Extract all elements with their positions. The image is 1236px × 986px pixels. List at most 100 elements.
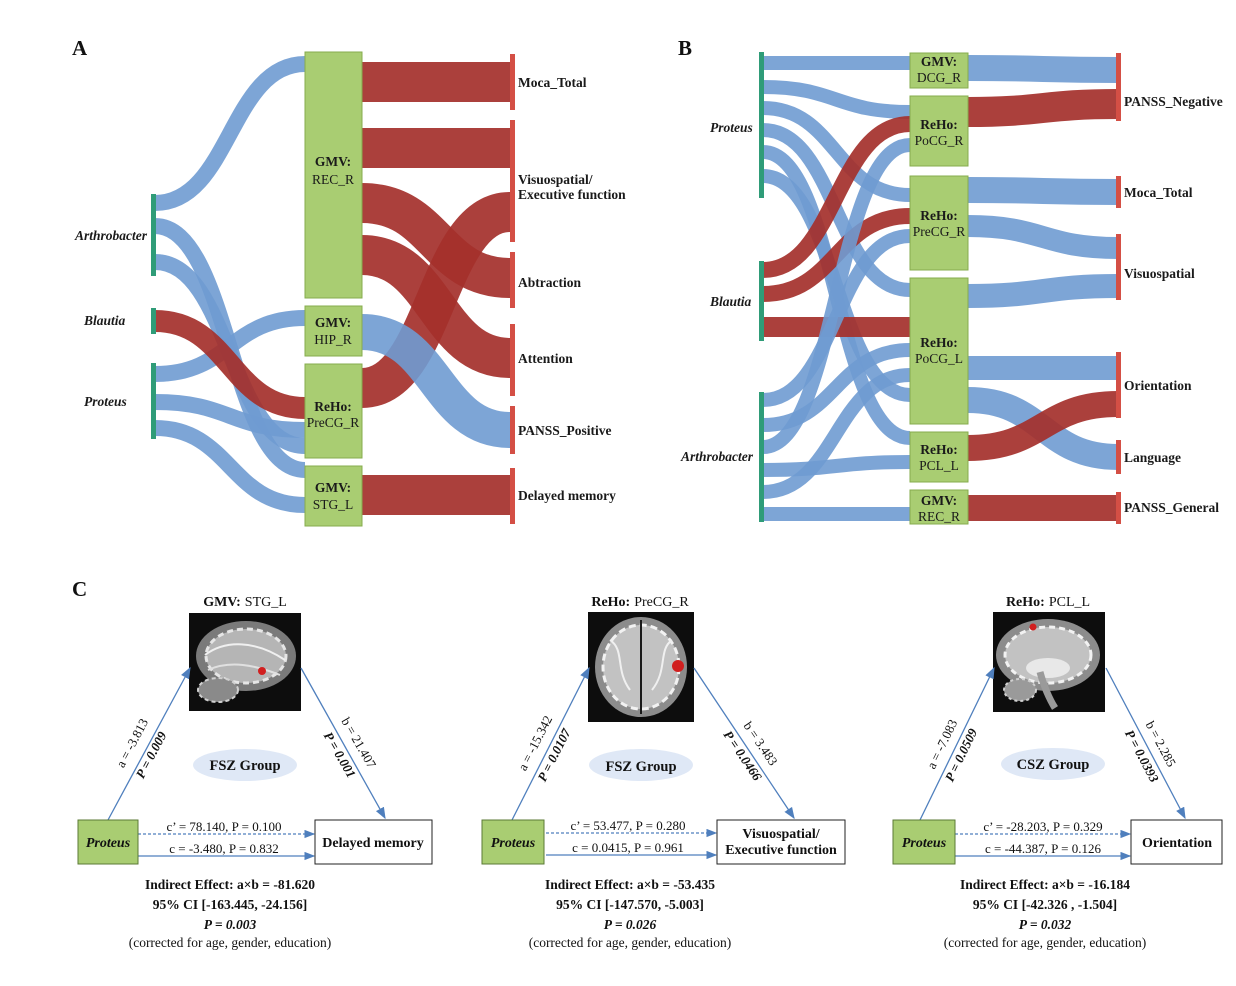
b-middle-bold-dcg: GMV: [921,54,957,69]
brain-title-2-name: PreCG_R [634,595,689,610]
source-label-proteus: Proteus [84,394,127,409]
link-blautia-precg [154,310,306,419]
panel-a: A Arthrobacter Blautia Proteus [72,36,626,527]
link-b-dcg-negative [967,55,1119,83]
middle-node-rec-r [304,51,363,299]
brain-title-1-bold: GMV: [203,595,241,610]
b-source-bar-arthrobacter [759,392,764,522]
b-middle-name-pocgl: PoCG_L [915,351,963,366]
link-arthrobacter-rec [154,56,306,211]
link-b-proteus-precgr [762,101,911,202]
c-label-2: c = 0.0415, P = 0.961 [572,840,684,855]
predictor-box-1 [77,819,139,865]
brain-title-2: ReHo: PreCG_R [591,595,689,610]
target-bar-moca [510,54,515,110]
path-a-arrow-2 [511,666,590,821]
b-target-label-general: PANSS_General [1124,500,1219,515]
predictor-box-2 [481,819,545,865]
link-proteus-hip [154,310,306,382]
brain-title-3: ReHo:PCL_L [1006,595,1090,610]
b-middle-bold-pocgr: ReHo: [920,117,958,132]
middle-name-stg: STG_L [313,497,354,512]
target-bar-delayed-memory [510,468,515,524]
link-precg-visuospatial [359,192,513,408]
panel-b-links [761,55,1119,522]
link-b-proteus-pocgr [762,80,911,119]
middle-bold-rec: GMV: [315,154,351,169]
target-label-attention: Attention [518,351,573,366]
brain-title-1-name: STG_L [245,595,287,610]
p-value-1: P = 0.003 [204,917,257,932]
source-bar-proteus [151,363,156,439]
link-b-arthro-pocgl-2 [762,368,911,499]
b-target-label-language: Language [1124,450,1181,465]
path-a-arrow-1 [107,666,191,821]
indirect-effect-2: Indirect Effect: a×b = -53.435 [545,877,715,892]
middle-bold-hip: GMV: [315,315,351,330]
link-rec-abtraction [360,183,512,298]
target-label-visuospatial-1: Visuospatial/ [518,172,593,187]
c-label-1: c = -3.480, P = 0.832 [169,841,279,856]
panel-a-links [153,56,513,516]
middle-node-hip-r [304,305,363,357]
path-a-arrow-3 [919,666,995,821]
group-label-1: FSZ Group [209,758,280,774]
b-source-label-arthrobacter: Arthrobacter [680,449,754,464]
b-source-label-blautia: Blautia [709,294,752,309]
group-ellipse-2 [589,749,693,781]
b-source-bar-blautia [759,261,764,341]
link-b-arthro-pcl [762,455,911,477]
outcome-label-1: Delayed memory [322,836,423,851]
b-target-bar-general [1116,492,1121,524]
target-label-visuospatial-2: Executive function [518,187,626,202]
link-b-precgr-visuo [967,215,1119,259]
b-middle-name-pcl: PCL_L [919,458,959,473]
target-label-delayed-memory: Delayed memory [518,488,616,503]
b-source-label-proteus: Proteus [710,120,753,135]
c-prime-label-2: c’ = 53.477, P = 0.280 [570,818,685,833]
link-hip-panss-positive [360,314,512,448]
b-middle-bold-precgr: ReHo: [920,208,958,223]
p-value-2: P = 0.026 [604,917,657,932]
ci-3: 95% CI [-42.326 , -1.504] [973,897,1117,912]
b-middle-bold-pocgl: ReHo: [920,335,958,350]
b-target-bar-negative [1116,53,1121,121]
outcome-box-3 [1130,819,1223,865]
ci-2: 95% CI [-147.570, -5.003] [556,897,704,912]
b-middle-name-rec: REC_R [918,509,960,524]
mediation-model-2: ReHo:PreCG_R FSZ Group a = -15.342 P = 0… [481,595,846,950]
b-target-bar-moca [1116,176,1121,208]
brain-title-2-bold: ReHo: [591,595,630,610]
target-bar-panss-positive [510,406,515,454]
brain-title-1: GMV: STG_L [203,595,287,610]
brain-title-3-bold: ReHo: [1006,595,1045,610]
middle-bold-stg: GMV: [315,480,351,495]
source-bar-arthrobacter [151,194,156,276]
predictor-label-3: Proteus [902,836,947,851]
target-label-panss-positive: PANSS_Positive [518,423,612,438]
link-b-arthro-pocgr [761,138,912,454]
b-target-label-orientation: Orientation [1124,378,1192,393]
link-proteus-precg [154,394,306,438]
group-label-3: CSZ Group [1017,757,1090,773]
source-label-arthrobacter: Arthrobacter [74,228,148,243]
b-target-label-moca: Moca_Total [1124,185,1193,200]
panel-a-letter: A [72,36,88,60]
panel-c-letter: C [72,577,87,601]
b-middle-node-pcl [909,431,969,483]
ci-1: 95% CI [-163.445, -24.156] [153,897,308,912]
note-1: (corrected for age, gender, education) [129,935,332,950]
target-bar-abtraction [510,252,515,308]
b-middle-node-pocgl [909,277,969,425]
b-middle-bold-pcl: ReHo: [920,442,958,457]
link-b-blautia-precgr [762,208,911,302]
c-prime-label-1: c’ = 78.140, P = 0.100 [166,819,281,834]
outcome-label-2a: Visuospatial/ [742,827,820,842]
middle-bold-precg: ReHo: [314,399,352,414]
brain-image-1 [189,613,301,711]
b-middle-node-precgr [909,175,969,271]
predictor-label-1: Proteus [86,836,131,851]
outcome-box-2 [716,819,846,865]
b-source-bar-proteus [759,52,764,198]
